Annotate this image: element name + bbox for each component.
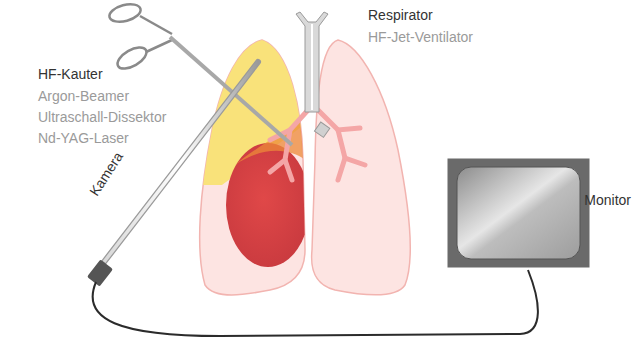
monitor-screen: Monitor [447, 158, 590, 268]
camera-cable [93, 270, 538, 336]
part-label: Nd-YAG-Laser [38, 130, 129, 147]
part-label: Argon-Beamer [38, 88, 129, 105]
part-label: Respirator [368, 7, 433, 24]
part-label: Ultraschall-Dissektor [38, 109, 166, 126]
part-label: Kamera [86, 149, 127, 199]
respirator-tube [296, 12, 330, 137]
tumour [226, 143, 310, 267]
monitor-label: Monitor [584, 192, 631, 209]
monitor-shape [447, 158, 590, 268]
right-lung [312, 40, 411, 295]
part-label: HF-Kauter [38, 66, 103, 83]
part-label: HF-Jet-Ventilator [368, 29, 473, 46]
